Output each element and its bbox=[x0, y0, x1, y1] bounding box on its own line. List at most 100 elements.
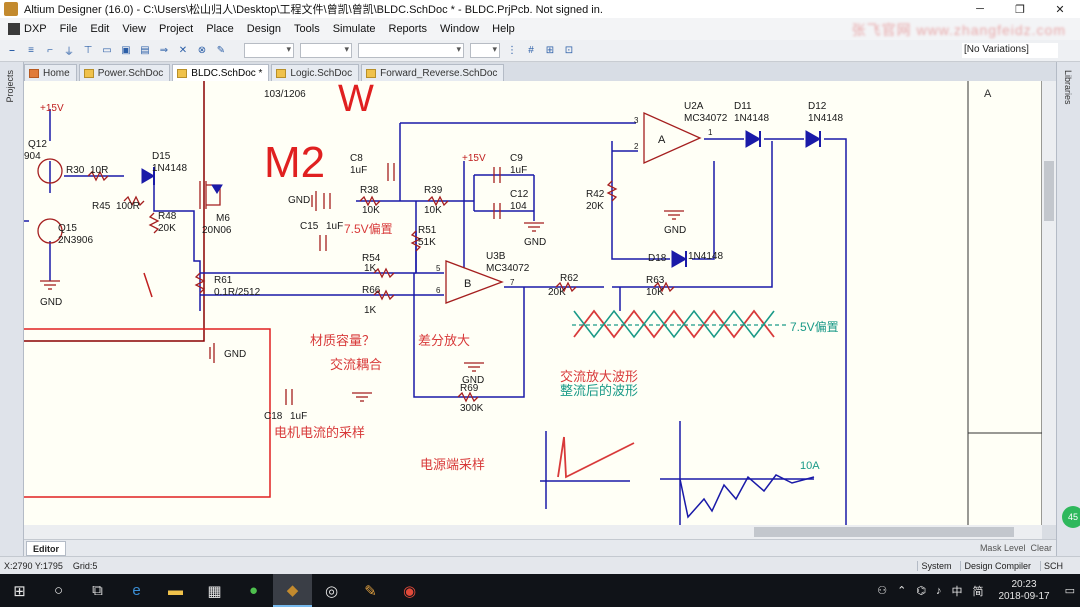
label-r39: R39 bbox=[424, 185, 443, 196]
horizontal-scroll-thumb[interactable] bbox=[754, 527, 1014, 537]
clear-button[interactable]: Clear bbox=[1030, 543, 1052, 553]
menu-file[interactable]: File bbox=[59, 23, 78, 35]
menu-reports[interactable]: Reports bbox=[388, 23, 428, 35]
menu-dxp[interactable]: DXP bbox=[24, 23, 47, 35]
network-icon[interactable]: ⌬ bbox=[916, 585, 926, 597]
horizontal-scrollbar[interactable] bbox=[24, 525, 1042, 539]
port-tool-icon[interactable]: ⇒ bbox=[159, 45, 169, 56]
sheet-symbol-icon[interactable]: ▣ bbox=[121, 45, 131, 56]
tab-logic-schdoc[interactable]: Logic.SchDoc bbox=[271, 64, 360, 81]
label-d12: D12 bbox=[808, 101, 827, 112]
menu-help[interactable]: Help bbox=[492, 23, 515, 35]
editor-strip: Editor Mask Level Clear bbox=[24, 539, 1056, 556]
overlay-badge[interactable]: 45 bbox=[1062, 506, 1080, 528]
wire-tool-icon[interactable]: ⎯ bbox=[9, 45, 15, 56]
maximize-button[interactable]: ❐ bbox=[1015, 3, 1025, 16]
ime-indicator[interactable]: 中 bbox=[951, 585, 963, 598]
notes-app-icon[interactable]: ✎ bbox=[364, 582, 377, 600]
component-symbols bbox=[37, 111, 702, 405]
sch-panel-button[interactable]: SCH bbox=[1039, 560, 1066, 571]
schematic-drawing[interactable]: A bbox=[24, 81, 1056, 525]
menu-window[interactable]: Window bbox=[440, 23, 480, 35]
search-icon[interactable]: ○ bbox=[53, 582, 64, 599]
rectified-waveform bbox=[573, 309, 775, 339]
libraries-panel-label[interactable]: Libraries bbox=[1063, 70, 1073, 105]
notification-icon[interactable]: ▭ bbox=[1064, 585, 1075, 597]
clock-date: 2018-09-17 bbox=[998, 590, 1050, 602]
windows-start-icon[interactable]: ⊞ bbox=[13, 582, 26, 600]
task-view-icon[interactable]: ⧉ bbox=[92, 582, 103, 599]
system-panel-button[interactable]: System bbox=[917, 560, 954, 571]
menu-place[interactable]: Place bbox=[206, 23, 234, 35]
tab-home[interactable]: Home bbox=[24, 64, 77, 81]
compile-mask-icon[interactable]: ⊗ bbox=[197, 45, 207, 56]
menu-tools[interactable]: Tools bbox=[294, 23, 320, 35]
label-r63: R63 bbox=[646, 275, 665, 286]
snap-icon[interactable]: ⊞ bbox=[545, 45, 555, 56]
file-explorer-icon[interactable]: ▬ bbox=[168, 582, 183, 599]
label-r63-val: 10K bbox=[646, 287, 664, 298]
part-tool-icon[interactable]: ▭ bbox=[102, 45, 112, 56]
label-r54-val: 1K bbox=[364, 263, 377, 274]
mask-level-button[interactable]: Mask Level bbox=[979, 543, 1026, 553]
menu-bar: DXP File Edit View Project Place Design … bbox=[0, 18, 1080, 40]
ime-mode[interactable]: 简 bbox=[972, 585, 984, 598]
home-icon bbox=[29, 68, 39, 78]
dxp-icon[interactable] bbox=[8, 23, 20, 35]
blurred-watermark: 张飞官网 www.zhangfeidz.com bbox=[851, 22, 1066, 38]
altium-taskbar-icon[interactable]: ◆ bbox=[273, 574, 312, 607]
supply-sense-sketch bbox=[557, 436, 635, 479]
people-icon[interactable]: ⚇ bbox=[877, 585, 888, 597]
power-port-icon[interactable]: ⏚ bbox=[64, 47, 74, 58]
projects-panel[interactable]: Projects bbox=[0, 62, 24, 556]
tab-bldc-schdoc[interactable]: BLDC.SchDoc * bbox=[172, 64, 270, 81]
vcc-port-icon[interactable]: ⊤ bbox=[83, 45, 93, 56]
menu-design[interactable]: Design bbox=[246, 23, 282, 35]
design-compiler-button[interactable]: Design Compiler bbox=[960, 560, 1034, 571]
filter-combo-1[interactable] bbox=[244, 43, 294, 58]
title-bar: Altium Designer (16.0) - C:\Users\松山归人\D… bbox=[0, 0, 1080, 18]
calculator-icon[interactable]: ▦ bbox=[207, 582, 222, 600]
menu-view[interactable]: View bbox=[122, 23, 146, 35]
close-button[interactable]: ✕ bbox=[1055, 3, 1065, 16]
red-box-outlines bbox=[24, 81, 271, 498]
pen-tool-icon[interactable]: ✎ bbox=[216, 45, 226, 56]
tab-label: Home bbox=[43, 67, 70, 79]
menu-project[interactable]: Project bbox=[158, 23, 194, 35]
align-icon[interactable]: ⋮ bbox=[507, 45, 517, 56]
vertical-scroll-thumb[interactable] bbox=[1044, 161, 1054, 221]
volume-icon[interactable]: ♪ bbox=[935, 584, 942, 597]
menu-edit[interactable]: Edit bbox=[90, 23, 110, 35]
minimize-button[interactable]: ─ bbox=[976, 3, 984, 15]
vertical-scrollbar[interactable] bbox=[1042, 81, 1056, 525]
tab-label: Power.SchDoc bbox=[97, 67, 164, 79]
menu-simulate[interactable]: Simulate bbox=[332, 23, 376, 35]
annotation-bias: 7.5V偏置 bbox=[344, 221, 393, 236]
editor-tab[interactable]: Editor bbox=[26, 540, 66, 556]
label-q15-part: 2N3906 bbox=[58, 235, 93, 246]
system-tray: ⚇ ⌃ ⌬ ♪ 中 简 20:23 2018-09-17 ▭ bbox=[872, 574, 1080, 607]
taskbar-clock[interactable]: 20:23 2018-09-17 bbox=[998, 579, 1049, 603]
bus-tool-icon[interactable]: ≡ bbox=[28, 45, 34, 56]
sheet-entry-icon[interactable]: ▤ bbox=[140, 45, 150, 56]
libraries-panel[interactable]: Libraries bbox=[1056, 62, 1080, 556]
select-icon[interactable]: ⊡ bbox=[564, 45, 574, 56]
variations-dropdown[interactable]: [No Variations] bbox=[962, 43, 1058, 58]
projects-panel-label[interactable]: Projects bbox=[5, 70, 15, 103]
filter-combo-2[interactable] bbox=[300, 43, 352, 58]
filter-combo-4[interactable] bbox=[470, 43, 500, 58]
tray-chevron-icon[interactable]: ⌃ bbox=[897, 585, 907, 597]
media-app-icon[interactable]: ◎ bbox=[324, 582, 339, 600]
netlabel-tool-icon[interactable]: ⌐ bbox=[47, 45, 53, 56]
edge-browser-icon[interactable]: e bbox=[132, 582, 141, 599]
tab-power-schdoc[interactable]: Power.SchDoc bbox=[78, 64, 171, 81]
green-app-icon[interactable]: ● bbox=[248, 582, 259, 599]
grid-icon[interactable]: # bbox=[528, 45, 534, 56]
tab-forward-reverse-schdoc[interactable]: Forward_Reverse.SchDoc bbox=[361, 64, 505, 81]
grid-size: Grid:5 bbox=[72, 560, 98, 571]
no-erc-icon[interactable]: ✕ bbox=[178, 45, 188, 56]
filter-combo-3[interactable] bbox=[358, 43, 464, 58]
label-pin3: 3 bbox=[634, 116, 639, 125]
schematic-canvas[interactable]: A bbox=[24, 81, 1056, 525]
chrome-icon[interactable]: ◉ bbox=[402, 582, 417, 600]
